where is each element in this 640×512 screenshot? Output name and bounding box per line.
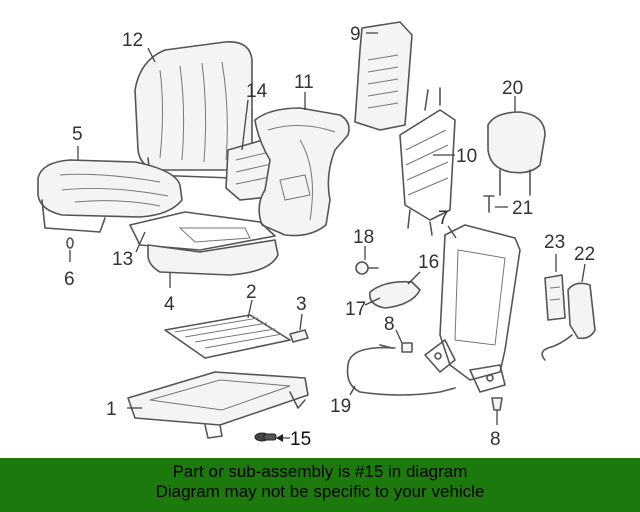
guide-21 [483,195,495,213]
callout-19: 19 [330,396,351,417]
callout-9: 9 [350,24,361,45]
side-shield-16 [368,280,421,309]
callout-11: 11 [294,72,314,93]
callout-10: 10 [456,146,477,167]
seat-cushion-5 [37,159,183,233]
bracket-3 [289,329,309,343]
callout-22: 22 [574,244,595,265]
callout-3: 3 [296,294,307,315]
callout-23: 23 [544,232,565,253]
callout-21: 21 [512,198,533,219]
callout-14: 14 [246,81,268,102]
banner-line-2: Diagram may not be specific to your vehi… [155,482,485,501]
callout-4: 4 [164,294,175,315]
callout-12: 12 [122,30,143,51]
fastener-15 [254,432,277,442]
info-banner: Part or sub-assembly is #15 in diagram D… [0,458,640,512]
callout-16: 16 [418,252,439,273]
bolt-8-upper [401,342,413,353]
switch-bezel-23 [544,274,566,321]
callout-7: 7 [438,208,449,229]
seat-back-shell-11 [254,107,350,237]
callout-2: 2 [246,282,257,303]
callout-13: 13 [112,249,133,270]
callout-8-upper: 8 [384,314,395,335]
clip-6 [66,237,74,249]
callout-5: 5 [72,124,83,145]
seat-back-frame-7 [424,224,521,393]
banner-line-1: Part or sub-assembly is #15 in diagram [172,462,468,481]
callout-17: 17 [345,299,366,320]
callout-8-lower: 8 [490,429,501,450]
callout-1: 1 [106,399,117,420]
back-suspension-10 [399,87,456,236]
airbag-module-22 [541,282,596,361]
callout-18: 18 [353,227,374,248]
callout-15: 15 [290,429,311,450]
knob-18 [355,261,379,275]
bolt-8-lower [491,397,503,411]
callout-6: 6 [64,269,75,290]
cushion-frame-13 [129,211,276,251]
parts-diagram: 12 14 11 5 13 4 6 [37,21,596,450]
back-panel-9 [354,21,413,131]
cable-19 [346,344,456,396]
callout-20: 20 [502,78,523,99]
headrest-20 [487,111,546,196]
seat-frame-1 [127,371,309,439]
cushion-pad-4 [147,239,279,276]
spring-mat-2 [164,314,291,359]
